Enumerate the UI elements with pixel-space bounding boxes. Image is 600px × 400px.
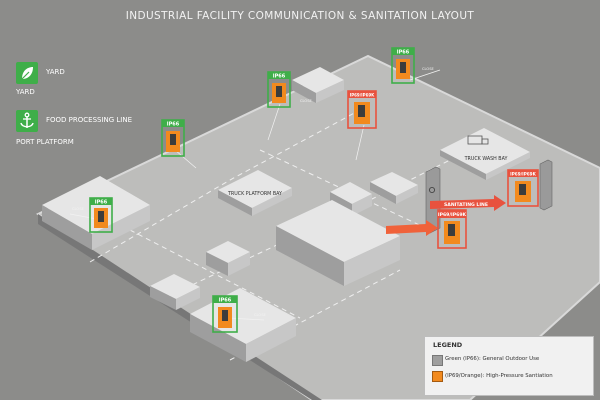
- tag-ip66-c: [161, 119, 185, 157]
- tag-ip69-east-label: IP69/IP69K: [510, 172, 536, 177]
- tag-ip66-a: [267, 71, 291, 108]
- tag-ip66-c-label: IP66: [167, 122, 180, 128]
- building-mid-small: [206, 241, 250, 276]
- key-yard-sub: YARD: [16, 88, 35, 96]
- sanitation-pillar-right: [539, 159, 553, 211]
- tag-ip66-b-label: IP66: [397, 50, 410, 56]
- yard-key-box: [16, 62, 38, 84]
- arrow-ip69: [386, 220, 438, 236]
- leaf-icon: [21, 67, 33, 80]
- sanitating-line-label: SANITATING LINE: [444, 202, 488, 208]
- tag-ip66-e: [212, 295, 238, 333]
- legend-orange-text: (IP69/Orange): High-Pressure Santiation: [445, 373, 553, 379]
- tag-ip66-e-label: IP66: [219, 298, 232, 304]
- page-title: INDUSTRIAL FACILITY COMMUNICATION & SANI…: [125, 10, 475, 22]
- cable-label-3: CLOSE: [72, 207, 84, 211]
- legend-green-swatch: [432, 355, 443, 366]
- building-truck-platform: [218, 170, 292, 216]
- key-yard-label: YARD: [46, 68, 65, 76]
- arrow-sanitating: [430, 195, 506, 211]
- tag-ip66-d: [89, 197, 113, 233]
- legend-panel: LEGEND Green (IP66): General Outdoor Use…: [424, 336, 594, 396]
- tag-ip69-east: [507, 169, 539, 207]
- tag-ip69-main-label: IP69/IP69K: [438, 212, 467, 218]
- building-large-center: [276, 200, 400, 286]
- anchor-key-box: [16, 110, 38, 132]
- tag-ip66-a-label: IP66: [273, 74, 286, 80]
- legend-title: LEGEND: [433, 341, 463, 349]
- legend-orange-swatch: [432, 371, 443, 382]
- tag-ip69-main: [437, 209, 467, 249]
- tag-ip69-north: [347, 90, 377, 129]
- cable-label-1: CLOSE: [300, 99, 312, 103]
- building-southwest: [150, 274, 200, 310]
- legend-green-text: Green (IP66): General Outdoor Use: [445, 356, 540, 362]
- tag-ip69-north-label: IP69/IP69K: [350, 93, 375, 98]
- cable-label-2: CLOSE: [422, 67, 434, 71]
- building-east-small: [370, 172, 418, 204]
- key-food-label: FOOD PROCESSING LINE: [46, 116, 133, 124]
- truck-wash-label: TRUCK WASH BAY: [464, 156, 508, 162]
- building-north: [292, 67, 344, 103]
- anchor-icon: [20, 112, 34, 128]
- cable-label-4: CLOSE: [254, 313, 266, 317]
- tag-ip66-d-label: IP66: [95, 200, 108, 206]
- truck-wash-bay: [440, 128, 530, 180]
- key-port-sub: PORT PLATFORM: [16, 138, 74, 146]
- truck-platform-label: TRUCK PLATFORM BAY: [227, 191, 282, 197]
- tag-ip66-b: [391, 47, 415, 84]
